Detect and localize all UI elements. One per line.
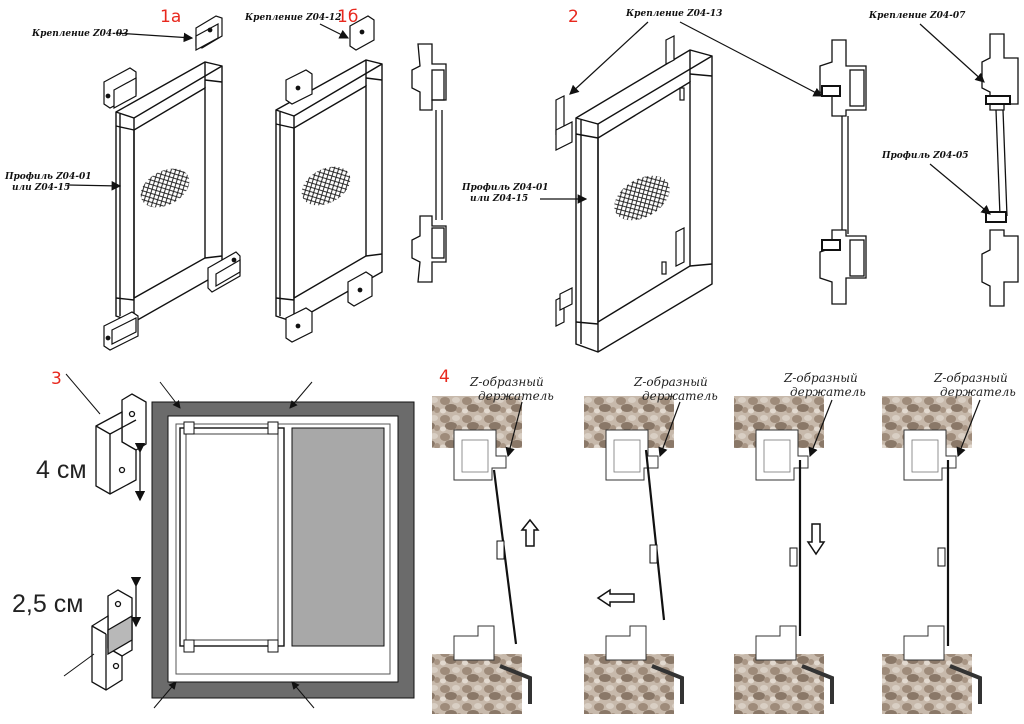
bracket-1b-top-right <box>349 15 375 51</box>
arrow-up-icon <box>520 518 540 547</box>
z-holder-label-line1: Z-образный <box>469 375 544 389</box>
window-inner-edge <box>175 423 391 675</box>
z-holder-label-line2: держатель <box>478 389 554 403</box>
side-profile-1b <box>411 43 447 283</box>
side-profile-z04-07 <box>981 33 1019 307</box>
label-profile-line1: Профиль Z04-01 <box>4 172 91 182</box>
mosquito-net-frame <box>179 427 285 647</box>
arrow-down-icon <box>806 523 826 556</box>
z-holder-label-line1: Z-образный <box>783 371 858 385</box>
bracket-2-5cm <box>91 589 133 691</box>
section-4: 4 Z-образный держатель <box>432 367 1016 714</box>
bracket-1b-bottom-right <box>347 271 373 307</box>
label-z04-03: Крепление Z04-03 <box>31 29 128 39</box>
screen-panel <box>291 427 385 647</box>
label-z04-13: Крепление Z04-13 <box>625 9 722 19</box>
label-profile-line2: или Z04-15 <box>12 183 70 193</box>
arrow-left-icon <box>596 588 635 608</box>
z-holder-step-1: Z-образный держатель <box>432 375 554 714</box>
section-1b: 1б Крепление Z0 <box>244 7 447 343</box>
z-holder-step-3: Z-образный держатель <box>734 371 866 714</box>
section-2: 2 Крепление Z04-13 Профиль Z04- <box>461 7 1019 353</box>
bracket-4cm <box>95 393 147 495</box>
clips-2 <box>555 35 685 327</box>
dimension-2-5cm: 2,5 см <box>12 590 83 618</box>
net-clips <box>183 421 279 653</box>
z-holder-label-line1: Z-образный <box>933 371 1008 385</box>
bracket-1a-top-right <box>195 15 223 52</box>
bracket-1a-bottom-left <box>103 311 139 351</box>
bracket-1b-top-left <box>285 69 313 105</box>
section-number-2: 2 <box>568 7 579 27</box>
dimension-4cm: 4 см <box>36 456 87 484</box>
pointer-lines-3 <box>153 381 315 709</box>
label-z04-12: Крепление Z04-12 <box>244 13 341 23</box>
z-holder-step-4: Z-образный держатель <box>882 371 1016 714</box>
bracket-1a-bottom-right <box>207 251 241 293</box>
section-1a: 1а <box>4 7 241 351</box>
label-z04-07: Крепление Z04-07 <box>868 11 966 21</box>
label-z04-05: Профиль Z04-05 <box>881 151 968 161</box>
side-profile-z04-13 <box>819 39 867 305</box>
mesh-icon <box>614 175 670 221</box>
section-number-1b: 1б <box>337 7 358 27</box>
z-holder-label-line2: держатель <box>642 389 718 403</box>
z-holder-step-2: Z-образный держатель <box>584 375 718 714</box>
label-profile-line2: или Z04-15 <box>470 194 528 204</box>
mesh-icon <box>140 168 190 208</box>
z-holder-label-line2: держатель <box>790 385 866 399</box>
mesh-icon <box>301 166 351 206</box>
mosquito-net-inner <box>185 433 279 641</box>
bracket-1a-top-left <box>103 67 137 110</box>
section-number-4: 4 <box>439 367 450 387</box>
bracket-1b-bottom-left <box>285 307 313 343</box>
section-number-3: 3 <box>51 369 62 389</box>
section-3: 3 4 см 2,5 см <box>12 369 415 709</box>
z-holder-label-line2: держатель <box>940 385 1016 399</box>
label-profile-line1: Профиль Z04-01 <box>461 183 548 193</box>
z-holder-label-line1: Z-образный <box>633 375 708 389</box>
section-number-1a: 1а <box>160 7 181 27</box>
